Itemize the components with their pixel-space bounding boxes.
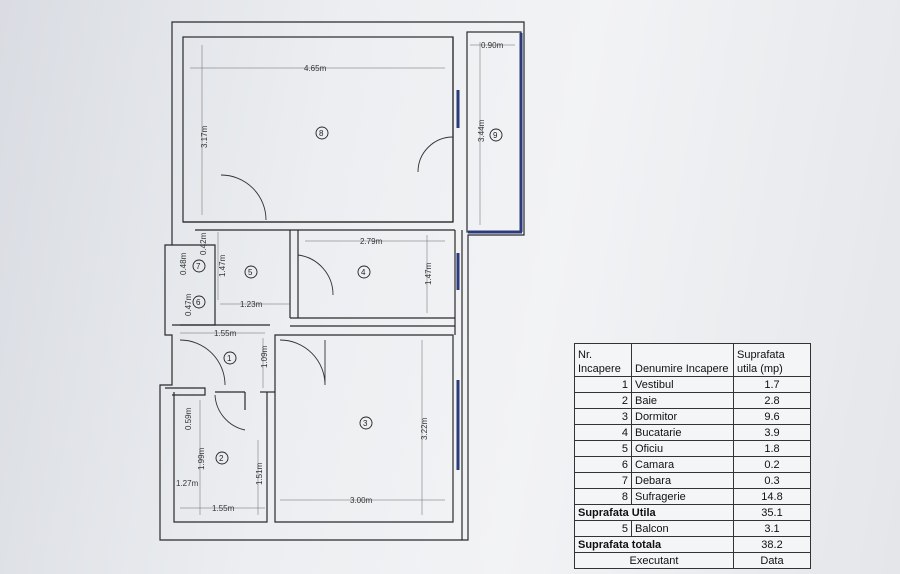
dim-baie-width: 1.55m <box>212 504 235 513</box>
dim-baie-height: 1.99m <box>197 447 206 470</box>
walls <box>159 21 525 541</box>
header-area: Suprafata utila (mp) <box>733 343 811 377</box>
dim-dormitor-width: 3.00m <box>350 496 373 505</box>
dim-vestibul-width: 1.55m <box>214 329 237 338</box>
dim-debara-width: 0.48m <box>179 252 188 275</box>
table-row-total: Suprafata totala 38.2 <box>574 536 811 553</box>
dim-balcon-width: 0.90m <box>481 41 504 50</box>
header-name: Denumire Incapere <box>631 343 734 377</box>
room-markers <box>192 126 503 465</box>
windows <box>456 33 523 470</box>
room-area-table: Nr. Incapere Denumire Incapere Suprafata… <box>574 343 811 569</box>
dim-vestibul-height: 1.09m <box>260 345 269 368</box>
dim-balcon-length: 3.44m <box>477 119 486 142</box>
room-marker-7: 7 <box>196 262 201 271</box>
dim-baie-left: 1.27m <box>176 479 199 488</box>
dim-baie-top: 0.59m <box>184 407 193 430</box>
dim-sufragerie-width: 4.65m <box>304 64 327 73</box>
dim-debara-height: 0.42m <box>199 232 208 255</box>
dim-baie-right: 1.51m <box>255 462 264 485</box>
table-row-balcon: 5 Balcon 3.1 <box>574 520 811 537</box>
dim-dormitor-height: 3.22m <box>420 417 429 440</box>
table-header-row: Nr. Incapere Denumire Incapere Suprafata… <box>574 343 811 377</box>
dimension-lines <box>180 42 515 515</box>
room-marker-9: 9 <box>493 131 498 140</box>
dim-oficiu-width: 1.23m <box>240 300 263 309</box>
header-nr: Nr. Incapere <box>574 343 632 377</box>
dim-camara-width: 0.47m <box>184 293 193 316</box>
dim-bucatarie-width: 2.79m <box>360 237 383 246</box>
room-marker-1: 1 <box>227 354 232 363</box>
table-row-signature: Executant Data <box>574 552 811 569</box>
dim-bucatarie-height: 1.47m <box>424 262 433 285</box>
room-marker-4: 4 <box>361 268 366 277</box>
room-marker-8: 8 <box>319 129 324 138</box>
dim-sufragerie-height: 3.17m <box>200 125 209 148</box>
dim-oficiu-height: 1.47m <box>218 254 227 277</box>
room-marker-6: 6 <box>196 298 201 307</box>
door-swings <box>179 136 454 431</box>
table-row-total-util: Suprafata Utila 35.1 <box>574 504 811 521</box>
room-marker-2: 2 <box>219 454 224 463</box>
room-marker-5: 5 <box>248 268 253 277</box>
room-marker-3: 3 <box>363 419 368 428</box>
